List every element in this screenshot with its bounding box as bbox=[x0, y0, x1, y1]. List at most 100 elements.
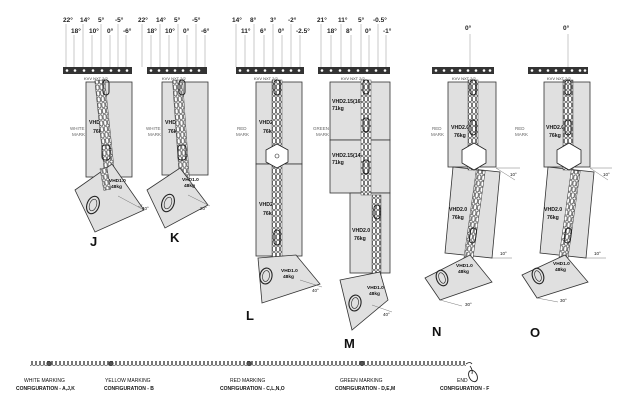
angle-n: 0° bbox=[465, 24, 472, 32]
angle-k-8: -6° bbox=[201, 27, 210, 35]
cabinet-l-2-weight: 76kg bbox=[263, 211, 275, 217]
legend-end-line1: END bbox=[457, 378, 468, 384]
hook-icon bbox=[468, 365, 478, 383]
cabinet-l-1-model: VHD2.0 bbox=[259, 120, 277, 126]
sub-o-model: VHD1.0 bbox=[553, 261, 570, 267]
splay-n-2: 10° bbox=[500, 251, 507, 256]
sub-n-model: VHD1.0 bbox=[456, 263, 473, 269]
tilt-m: 40° bbox=[383, 312, 390, 317]
angle-j-8: -6° bbox=[123, 27, 132, 35]
angle-l-5: 11° bbox=[241, 27, 251, 35]
angle-m-3: 5° bbox=[358, 16, 365, 24]
legend-yellow-line2: CONFIGURATION - B bbox=[104, 386, 154, 392]
angle-o: 0° bbox=[563, 24, 570, 32]
cabinet-n-2-model: VHD2.0 bbox=[449, 207, 467, 213]
chain-legend: WHITE MARKING CONFIGURATION - A,J,K YELL… bbox=[16, 360, 489, 392]
cabinet-k-weight: 76kg bbox=[168, 129, 180, 135]
angle-j-1: 22° bbox=[63, 16, 73, 24]
marking-l-1: RED bbox=[237, 126, 247, 131]
subwoofer-o bbox=[521, 254, 589, 299]
cabinet-m-2-weight: 71kg bbox=[332, 160, 344, 166]
subwoofer-k bbox=[146, 167, 209, 229]
sub-o-weight: 48kg bbox=[555, 267, 566, 273]
legend-green-line2: CONFIGURATION - D,E,M bbox=[335, 386, 395, 392]
sub-l-model: VHD1.0 bbox=[281, 268, 298, 274]
tilt-o: 30° bbox=[560, 298, 567, 303]
config-letter-o: O bbox=[530, 325, 540, 340]
flybar-m: KVV NXT 2/2 bbox=[318, 67, 390, 81]
angle-m-6: 8° bbox=[346, 27, 353, 35]
angle-k-2: 14° bbox=[156, 16, 166, 24]
tilt-l: 40° bbox=[312, 288, 319, 293]
marking-o-1: RED bbox=[515, 126, 525, 131]
angle-j-5: 18° bbox=[71, 27, 81, 35]
angle-m-5: 18° bbox=[327, 27, 337, 35]
marking-n-2: MARK bbox=[431, 132, 444, 137]
angle-m-2: 11° bbox=[338, 16, 348, 24]
sub-m-model: VHD1.0 bbox=[367, 285, 384, 291]
marking-j-1: WHITE bbox=[70, 126, 85, 131]
cabinet-o-1-model: VHD2.0 bbox=[546, 125, 564, 131]
cabinet-m-2 bbox=[329, 139, 391, 194]
splay-o-1: 10° bbox=[603, 172, 610, 177]
cabinet-j-weight: 76kg bbox=[93, 129, 105, 135]
flybar-o: KVV NXT 2/2 bbox=[528, 67, 588, 81]
legend-white-line2: CONFIGURATION - A,J,K bbox=[16, 386, 75, 392]
cabinet-m-3-model: VHD2.0 bbox=[352, 228, 370, 234]
angle-scale-k: 22° 14° 5° -5° 18° 10° 0° -6° bbox=[138, 16, 210, 67]
sub-m-weight: 48kg bbox=[369, 291, 380, 297]
config-letter-j: J bbox=[90, 234, 97, 249]
cabinet-n-2-weight: 76kg bbox=[452, 215, 464, 221]
angle-j-6: 10° bbox=[89, 27, 99, 35]
config-letter-k: K bbox=[170, 230, 180, 245]
cabinet-m-3-weight: 76kg bbox=[354, 236, 366, 242]
cabinet-l-1-weight: 76kg bbox=[263, 129, 275, 135]
tilt-n: 30° bbox=[465, 302, 472, 307]
angle-scale-j: 22° 14° 5° -5° 18° 10° 0° -6° bbox=[63, 16, 132, 67]
config-letter-l: L bbox=[246, 308, 254, 323]
cabinet-m-1-weight: 71kg bbox=[332, 106, 344, 112]
flybar-j: KVV NXT 2/2 bbox=[63, 67, 132, 81]
angle-k-7: 0° bbox=[183, 27, 190, 35]
rigging-frame-m bbox=[360, 79, 372, 196]
subwoofer-n bbox=[424, 254, 493, 301]
cabinet-k-model: VHD2.0 bbox=[165, 120, 183, 126]
cabinet-o-1-weight: 76kg bbox=[549, 133, 561, 139]
angle-j-4: -5° bbox=[115, 16, 124, 24]
angle-l-6: 6° bbox=[260, 27, 267, 35]
cabinet-m-1-model: VHD2.15(16) bbox=[332, 99, 363, 105]
marking-o-2: MARK bbox=[515, 132, 528, 137]
angle-m-7: 0° bbox=[365, 27, 372, 35]
rail-label-m: KVV NXT 2/2 bbox=[341, 76, 365, 81]
angle-k-1: 22° bbox=[138, 16, 148, 24]
angle-k-3: 5° bbox=[174, 16, 181, 24]
config-l: 14° 8° 3° -2° 11° 6° 0° -2.5° KVV NXT 2/… bbox=[232, 16, 323, 323]
angle-scale-l: 14° 8° 3° -2° 11° 6° 0° -2.5° bbox=[232, 16, 310, 67]
splay-o-2: 10° bbox=[594, 251, 601, 256]
sub-j-weight: 48kg bbox=[111, 184, 122, 190]
angle-k-4: -5° bbox=[192, 16, 201, 24]
marking-m-2: MARK bbox=[316, 132, 329, 137]
sub-j-model: VHD1.0 bbox=[109, 178, 126, 184]
cabinet-j-model: VHD2.0 bbox=[89, 120, 107, 126]
sub-k-model: VHD1.0 bbox=[182, 177, 199, 183]
sub-k-weight: 48kg bbox=[184, 183, 195, 189]
angle-l-3: 3° bbox=[270, 16, 277, 24]
rail-label-o: KVV NXT 2/2 bbox=[547, 76, 571, 81]
rail-label-k: KVV NXT 2/2 bbox=[162, 76, 186, 81]
marking-j-2: MARK bbox=[72, 132, 85, 137]
config-j: 22° 14° 5° -5° 18° 10° 0° -6° KVV NXT 2/… bbox=[63, 16, 149, 249]
config-k: 22° 14° 5° -5° 18° 10° 0° -6° KVV NXT 2/… bbox=[138, 16, 211, 245]
marking-k-2: MARK bbox=[148, 132, 161, 137]
config-n: 0° KVV NXT 2/2 RED MARK VHD2.0 76kg VHD2… bbox=[424, 24, 520, 339]
sub-l-weight: 48kg bbox=[283, 274, 294, 280]
legend-red-line1: RED MARKING bbox=[230, 378, 265, 384]
subwoofer-m bbox=[339, 271, 389, 331]
flybar-n: KVV NXT 2/2 bbox=[432, 67, 494, 81]
angle-j-3: 5° bbox=[98, 16, 105, 24]
flybar-k: KVV NXT 2/2 bbox=[147, 67, 207, 81]
angle-j-7: 0° bbox=[107, 27, 114, 35]
subwoofer-l bbox=[257, 254, 321, 304]
